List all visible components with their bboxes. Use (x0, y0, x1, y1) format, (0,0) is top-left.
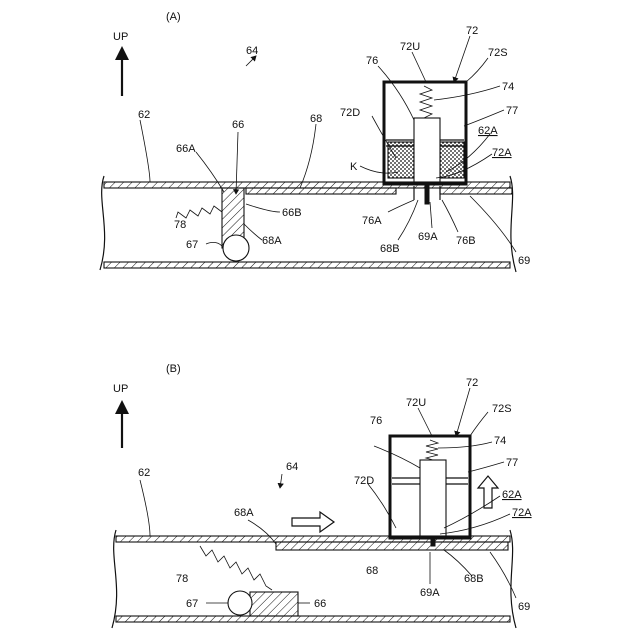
label-72A: 72A (512, 507, 532, 519)
spring-78 (176, 206, 222, 218)
label-62A: 62A (478, 125, 498, 137)
label-66: 66 (314, 598, 326, 610)
label-62: 62 (138, 109, 150, 121)
leader-lines-b (140, 388, 516, 603)
label-72D: 72D (340, 107, 360, 119)
slide-direction-arrow-icon (292, 512, 334, 532)
label-66A: 66A (176, 143, 196, 155)
label-64: 64 (286, 461, 298, 473)
label-62A: 62A (502, 489, 522, 501)
label-72: 72 (466, 25, 478, 37)
label-72U: 72U (400, 41, 420, 53)
label-66B: 66B (282, 207, 302, 219)
label-76: 76 (370, 415, 382, 427)
label-74: 74 (494, 435, 506, 447)
plate-69 (440, 188, 512, 194)
label-77: 77 (506, 457, 518, 469)
label-74: 74 (502, 81, 514, 93)
up-arrow-icon (115, 46, 129, 96)
label-68: 68 (310, 113, 322, 125)
pipe-lower-wall (104, 262, 510, 268)
label-72: 72 (466, 377, 478, 389)
label-66: 66 (232, 119, 244, 131)
pipe-break-right (510, 530, 516, 628)
spring-74 (420, 86, 432, 118)
label-78: 78 (176, 573, 188, 585)
label-76: 76 (366, 55, 378, 67)
spring-78 (200, 546, 272, 590)
label-68A: 68A (262, 235, 282, 247)
label-78: 78 (174, 219, 186, 231)
label-72A: 72A (492, 147, 512, 159)
spring-74 (426, 440, 438, 460)
pipe-break-left (112, 530, 117, 628)
panel-a: (A) UP (100, 11, 530, 272)
label-69A: 69A (418, 231, 438, 243)
panel-b-caption: (B) (166, 363, 181, 375)
slide-plate-68 (276, 542, 508, 550)
label-68: 68 (366, 565, 378, 577)
pipe-lower-wall (116, 616, 510, 622)
label-68B: 68B (464, 573, 484, 585)
up-label: UP (113, 383, 128, 395)
label-68B: 68B (380, 243, 400, 255)
slide-plate-68 (246, 188, 396, 194)
label-72S: 72S (488, 47, 508, 59)
pipe-break-left (100, 176, 105, 270)
piston-up-arrow-icon (478, 476, 498, 508)
piston-76 (420, 460, 446, 536)
label-72U: 72U (406, 397, 426, 409)
label-69: 69 (518, 601, 530, 613)
stem-76A (431, 536, 435, 546)
panel-a-caption: (A) (166, 11, 181, 23)
label-69A: 69A (420, 587, 440, 599)
label-68A: 68A (234, 507, 254, 519)
label-72D: 72D (354, 475, 374, 487)
up-label: UP (113, 31, 128, 43)
piston-76 (414, 118, 440, 182)
stem-76A (425, 182, 429, 204)
label-72S: 72S (492, 403, 512, 415)
ball-67 (223, 235, 249, 261)
label-67: 67 (186, 598, 198, 610)
up-arrow-icon (115, 400, 129, 448)
label-K: K (350, 161, 358, 173)
seal-right (440, 142, 464, 178)
label-64: 64 (246, 45, 258, 57)
label-77: 77 (506, 105, 518, 117)
panel-b: (B) UP (112, 363, 532, 628)
label-62: 62 (138, 467, 150, 479)
label-76B: 76B (456, 235, 476, 247)
float-66 (250, 592, 298, 616)
label-67: 67 (186, 239, 198, 251)
ball-67 (228, 591, 252, 615)
label-69: 69 (518, 255, 530, 267)
label-76A: 76A (362, 215, 382, 227)
